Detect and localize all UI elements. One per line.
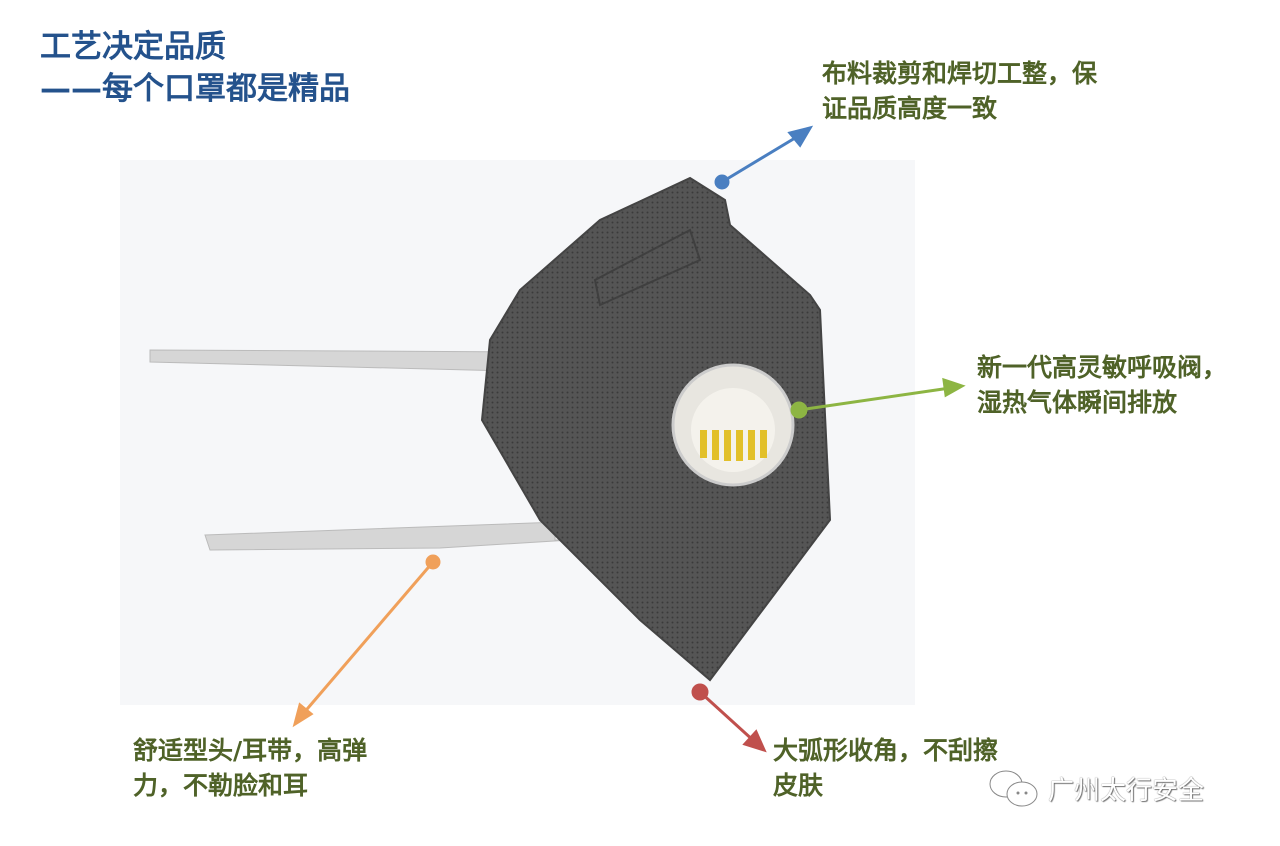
callout-text: 皮肤 <box>773 771 824 800</box>
callout-text: 布料裁剪和焊切工整，保 <box>822 59 1098 88</box>
wechat-icon <box>989 770 1038 807</box>
callout-text: 证品质高度一致 <box>822 94 998 123</box>
callout-text: 力，不勒脸和耳 <box>133 771 309 800</box>
exhalation-valve <box>671 363 795 487</box>
pointer-edge <box>691 683 767 753</box>
title-line-2: ——每个口罩都是精品 <box>40 71 350 107</box>
ear-strap-lower <box>204 517 584 551</box>
watermark-text: 广州太行安全 <box>1048 775 1205 806</box>
callout-straps: 舒适型头/耳带，高弹 力，不勒脸和耳 <box>133 733 367 803</box>
callout-text: 大弧形收角，不刮擦 <box>773 736 999 765</box>
callout-text: 舒适型头/耳带，高弹 <box>133 736 368 765</box>
callout-fabric: 布料裁剪和焊切工整，保 证品质高度一致 <box>822 56 1097 126</box>
page-title: 工艺决定品质 ——每个口罩都是精品 <box>40 26 350 110</box>
callout-valve: 新一代高灵敏呼吸阀， 湿热气体瞬间排放 <box>977 350 1227 420</box>
pointer-straps <box>292 554 441 728</box>
mask-body <box>480 176 832 682</box>
callout-text: 新一代高灵敏呼吸阀， <box>977 353 1228 382</box>
pointer-fabric <box>714 125 814 190</box>
watermark: 广州太行安全 <box>988 768 1204 808</box>
pointer-valve <box>790 377 966 419</box>
callout-text: 湿热气体瞬间排放 <box>977 388 1178 417</box>
title-line-1: 工艺决定品质 <box>40 29 226 65</box>
callout-edge: 大弧形收角，不刮擦 皮肤 <box>773 733 998 803</box>
